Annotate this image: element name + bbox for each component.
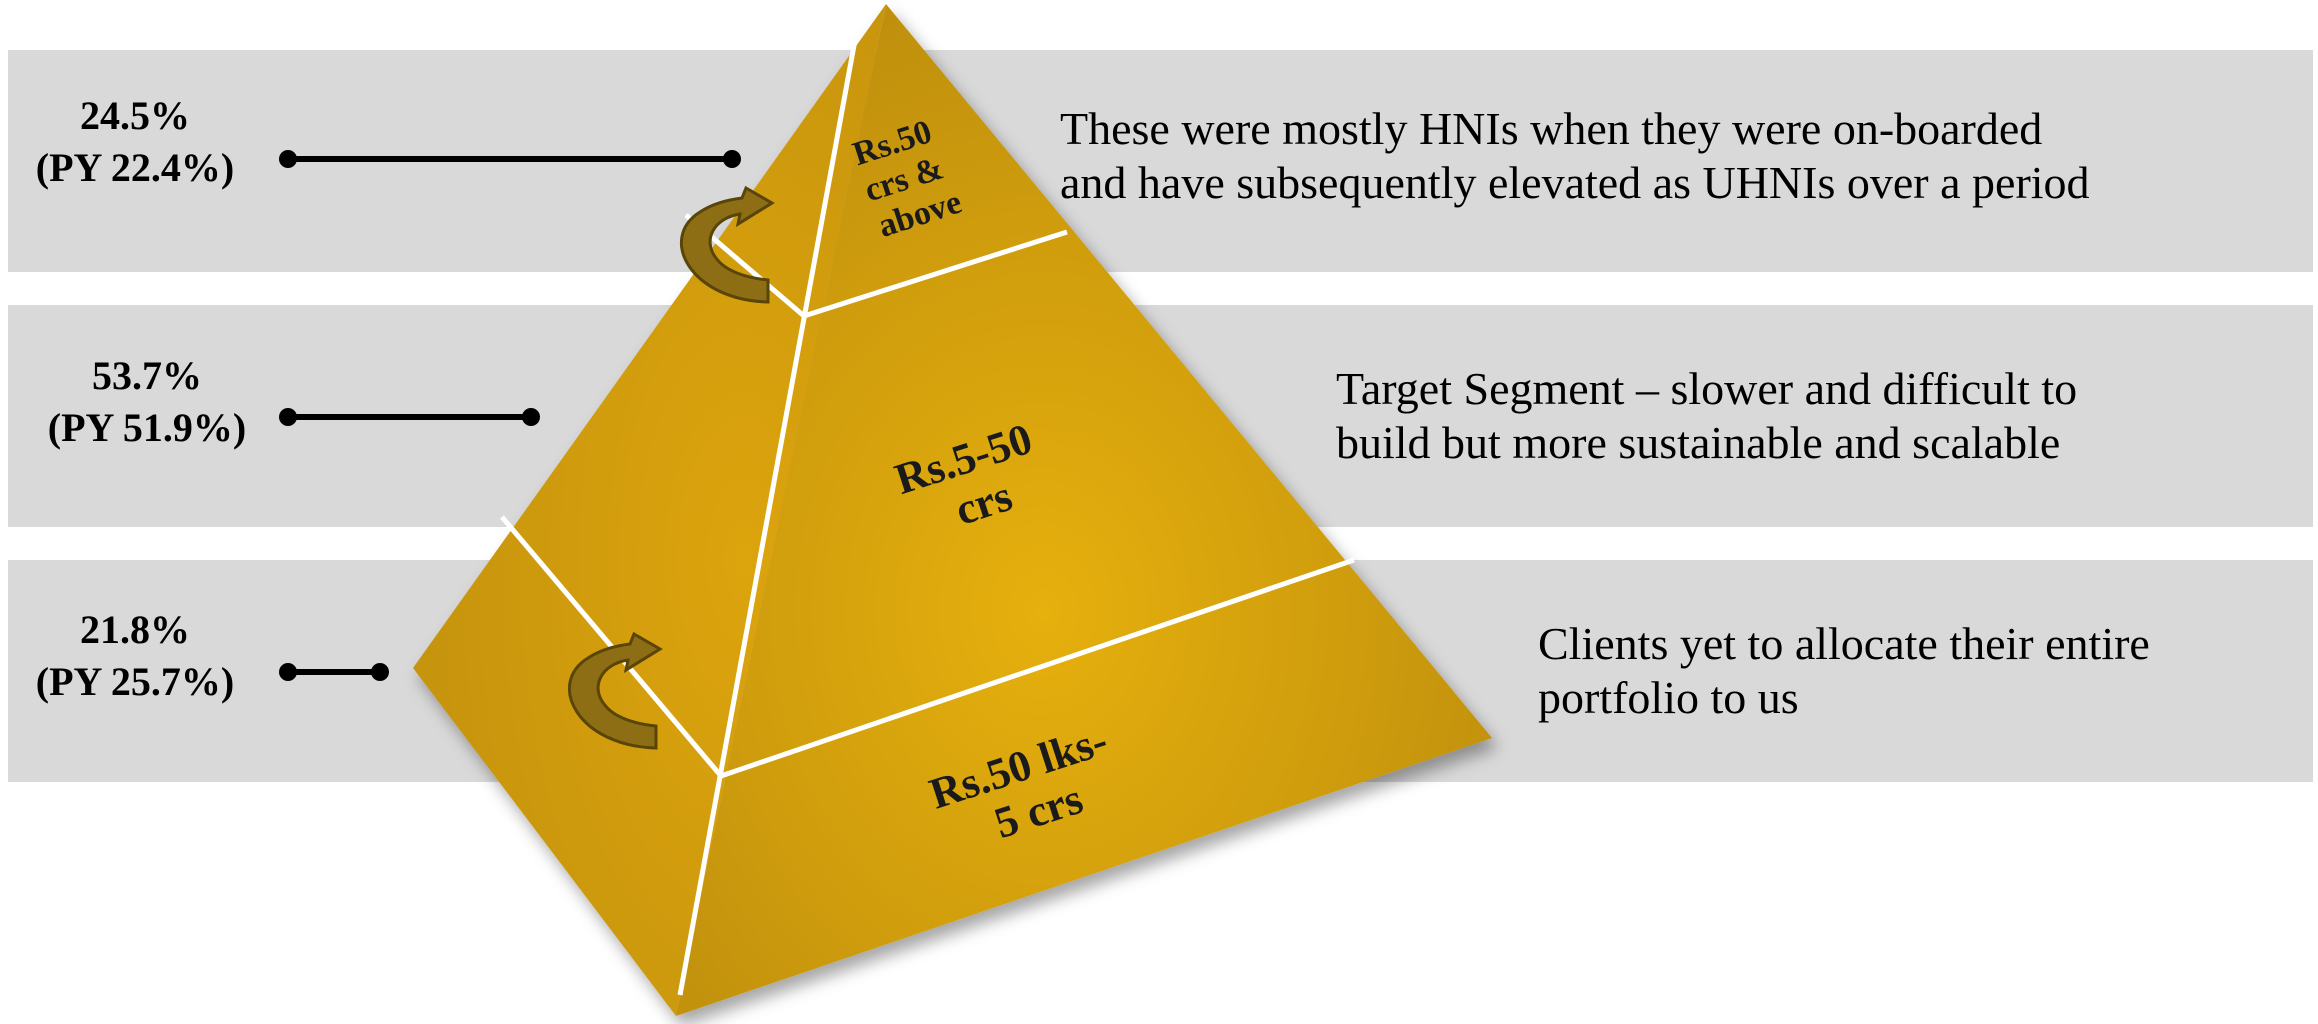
- tier-middle-connector: [279, 408, 540, 426]
- tier-middle-prior-year: (PY 51.9%): [47, 405, 247, 450]
- tier-top-connector: [279, 150, 741, 168]
- upgrade-arrow-upper: [680, 185, 775, 304]
- tier-bottom-share: 21.8% (PY 25.7%): [0, 604, 270, 708]
- upgrade-arrow-lower: [568, 631, 663, 750]
- tier-middle-share: 53.7% (PY 51.9%): [12, 350, 282, 454]
- tier-top-prior-year: (PY 22.4%): [35, 145, 235, 190]
- pyramid-right-face: [676, 4, 1492, 1016]
- pyramid-left-face: [413, 4, 886, 1016]
- tier-middle-description: Target Segment – slower and difficult to…: [1336, 362, 2077, 470]
- tier-top-description-line: and have subsequently elevated as UHNIs …: [1060, 157, 2090, 208]
- tier-middle-description-line: Target Segment – slower and difficult to: [1336, 363, 2078, 414]
- tier-bottom-description-line: portfolio to us: [1538, 672, 1799, 723]
- tier-top-description: These were mostly HNIs when they were on…: [1060, 102, 2090, 210]
- tier-bottom-label: Rs.50 lks- 5 crs: [924, 712, 1139, 864]
- tier-top-share: 24.5% (PY 22.4%): [0, 90, 270, 194]
- tier-bottom-description-line: Clients yet to allocate their entire: [1538, 618, 2150, 669]
- tier-bottom-description: Clients yet to allocate their entire por…: [1538, 617, 2150, 725]
- pyramid: [413, 4, 1492, 1016]
- tier-bottom-share-value: 21.8%: [80, 607, 190, 652]
- connector-lines: [279, 150, 741, 681]
- tier-top-description-line: These were mostly HNIs when they were on…: [1060, 103, 2043, 154]
- tier-middle-share-value: 53.7%: [92, 353, 202, 398]
- tier-bottom-connector: [279, 663, 389, 681]
- tier-bottom-prior-year: (PY 25.7%): [35, 659, 235, 704]
- tier-middle-description-line: build but more sustainable and scalable: [1336, 417, 2061, 468]
- tier-top-share-value: 24.5%: [80, 93, 190, 138]
